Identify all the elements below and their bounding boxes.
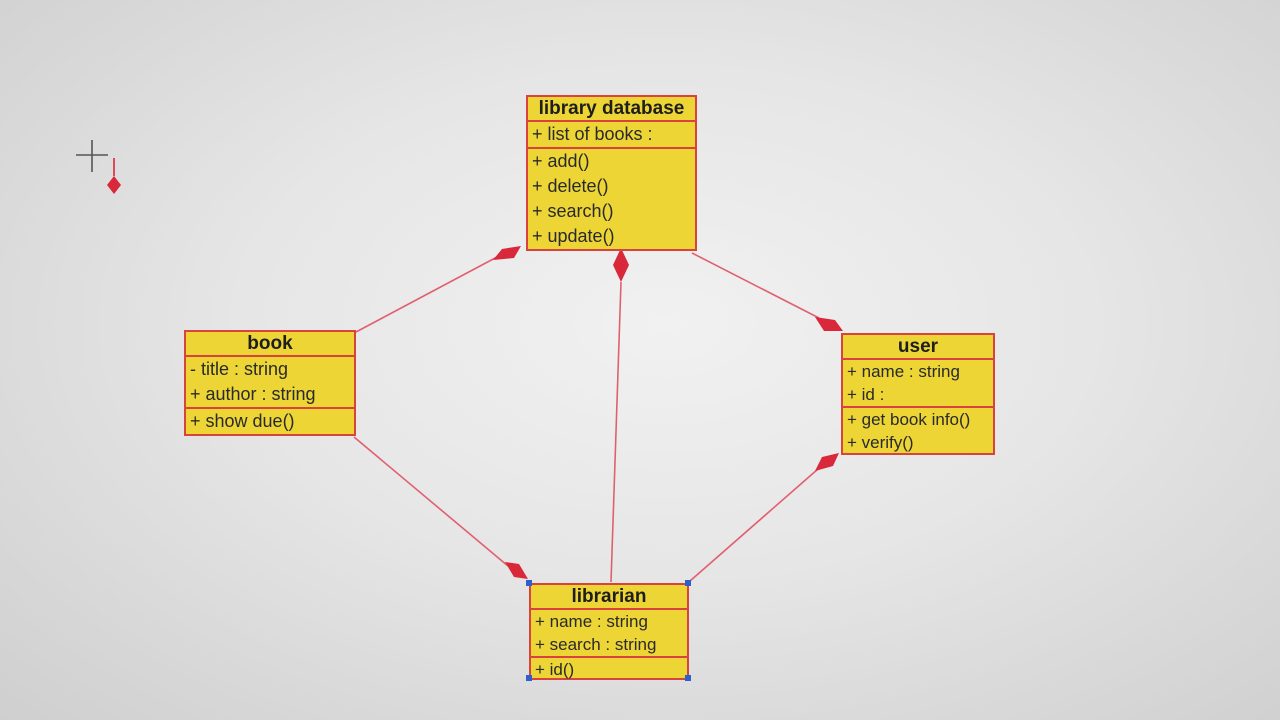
composition-diamond-icon [815, 453, 839, 471]
class-name: library database [528, 97, 695, 122]
librarian-to-user-line[interactable] [689, 468, 819, 582]
class-user[interactable]: user + name : string + id : + get book i… [841, 333, 995, 455]
composition-diamond-icon [493, 246, 521, 260]
attributes-compartment: + name : string + id : [843, 360, 993, 408]
operations-compartment: + id() [531, 658, 687, 681]
librarian-to-library-database-line[interactable] [610, 281, 622, 583]
librarian-to-book-line[interactable] [353, 436, 509, 567]
selection-handle[interactable] [526, 580, 532, 586]
operations-compartment: + show due() [186, 409, 354, 434]
operation: + delete() [532, 176, 609, 196]
operation: + search() [532, 201, 614, 221]
class-librarian[interactable]: librarian + name : string + search : str… [529, 583, 689, 680]
composition-diamond-icon [613, 248, 629, 282]
operation: + get book info() [847, 410, 971, 429]
attributes-compartment: + name : string + search : string [531, 610, 687, 658]
attribute: + name : string [847, 362, 960, 381]
attribute: + list of books : [532, 124, 653, 144]
attribute: + author : string [190, 384, 316, 404]
class-book[interactable]: book - title : string + author : string … [184, 330, 356, 436]
selection-handle[interactable] [685, 580, 691, 586]
user-to-library-database-line[interactable] [691, 252, 820, 319]
attribute: - title : string [190, 359, 289, 379]
class-name: book [186, 332, 354, 357]
selection-handle[interactable] [685, 675, 691, 681]
selection-handle[interactable] [526, 675, 532, 681]
composition-diamond-icon [505, 562, 528, 579]
attributes-compartment: + list of books : [528, 122, 695, 149]
attributes-compartment: - title : string + author : string [186, 357, 354, 409]
operations-compartment: + add() + delete() + search() + update() [528, 149, 695, 249]
attribute: + id : [847, 385, 885, 404]
attribute: + name : string [535, 612, 648, 631]
class-library-database[interactable]: library database + list of books : + add… [526, 95, 697, 251]
class-name: librarian [531, 585, 687, 610]
composition-tool-cursor-icon [74, 140, 124, 196]
composition-diamond-icon [815, 317, 843, 331]
operation: + update() [532, 226, 615, 246]
class-name: user [843, 335, 993, 360]
operation: + verify() [847, 433, 914, 452]
operation: + show due() [190, 411, 295, 431]
operation: + id() [535, 660, 575, 679]
book-to-library-database-line[interactable] [355, 256, 498, 333]
operations-compartment: + get book info() + verify() [843, 408, 993, 454]
operation: + add() [532, 151, 590, 171]
attribute: + search : string [535, 635, 657, 654]
